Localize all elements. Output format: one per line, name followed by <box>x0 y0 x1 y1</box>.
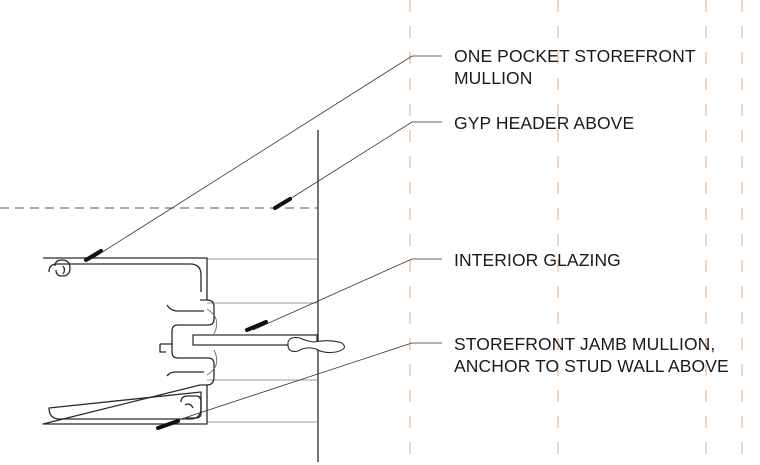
leader-tick <box>84 249 103 262</box>
annotation-line: STOREFRONT JAMB MULLION, <box>454 334 716 354</box>
header-annotation: GYP HEADER ABOVE <box>454 112 634 134</box>
annotation-line: ANCHOR TO STUD WALL ABOVE <box>454 356 729 376</box>
mullion-annotation: ONE POCKET STOREFRONT MULLION <box>454 45 696 89</box>
leader-lines <box>92 55 442 425</box>
glazing-leader <box>252 258 442 331</box>
annotation-line: GYP HEADER ABOVE <box>454 113 635 133</box>
annotation-line: MULLION <box>454 68 533 88</box>
glazing-gasket <box>206 308 218 376</box>
mullion-leader <box>92 55 442 259</box>
annotation-line: INTERIOR GLAZING <box>454 250 621 270</box>
glazing-annotation: INTERIOR GLAZING <box>454 249 621 271</box>
leader-tick <box>273 197 292 210</box>
sealant-bead <box>287 336 345 354</box>
interior-glass <box>192 334 318 346</box>
annotation-line: ONE POCKET STOREFRONT <box>454 46 696 66</box>
jamb-leader <box>165 342 442 425</box>
header-leader <box>281 121 442 205</box>
storefront-mullion <box>42 257 215 425</box>
jamb-annotation: STOREFRONT JAMB MULLION, ANCHOR TO STUD … <box>454 333 729 377</box>
leader-ticks <box>84 197 292 430</box>
leader-tick <box>156 419 180 430</box>
leader-tick <box>245 320 268 332</box>
